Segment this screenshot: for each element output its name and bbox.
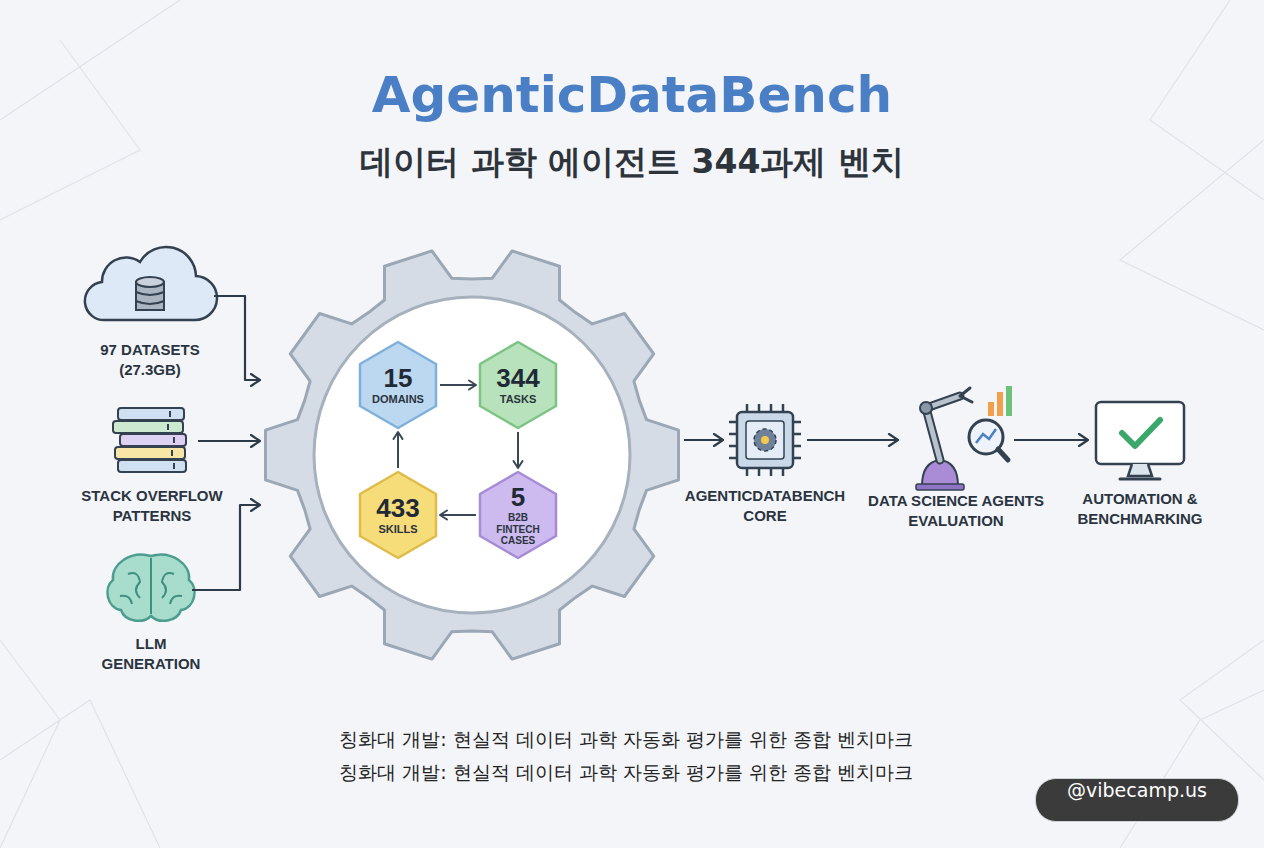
node-label: STACK OVERFLOW PATTERNS: [63, 486, 241, 525]
arrow-connector: [440, 384, 476, 386]
hexagon-shape: [360, 342, 436, 428]
node-label: AUTOMATION & BENCHMARKING: [1059, 489, 1221, 528]
count-number: 15: [384, 364, 413, 393]
automation-stage: AUTOMATION & BENCHMARKING: [1090, 395, 1190, 483]
brain-icon: [107, 555, 194, 621]
arrow-connector: [517, 432, 519, 468]
count-label: DOMAINS: [372, 393, 424, 406]
gear-outline: [262, 245, 682, 665]
hexagon-shape: [480, 472, 556, 558]
count-number: 344: [496, 364, 539, 393]
hexagon-content: 344TASKS: [481, 340, 555, 430]
gear-body: [266, 251, 679, 659]
node-label: 97 DATASETS (27.3GB): [90, 340, 210, 379]
title: AgenticDataBench: [0, 66, 1264, 124]
skills-hexagon: 433SKILLS: [358, 470, 438, 560]
count-label: TASKS: [500, 393, 536, 406]
node-label: AGENTICDATABENCH CORE: [672, 486, 858, 525]
count-label: B2B FINTECH CASES: [485, 512, 551, 547]
node-label: LLM GENERATION: [92, 634, 210, 673]
arrow-connector: [198, 440, 260, 442]
node-label: DATA SCIENCE AGENTS EVALUATION: [859, 491, 1053, 530]
hexagon-shape: [360, 472, 436, 558]
dataset-source: 97 DATASETS (27.3GB): [88, 258, 212, 334]
subtitle: 데이터 과학 에이전트 344과제 벤치: [0, 140, 1264, 185]
hexagon-content: 15DOMAINS: [361, 340, 435, 430]
arrow-connector: [807, 439, 898, 441]
pattern-source: STACK OVERFLOW PATTERNS: [108, 402, 196, 480]
gear-inner-circle: [314, 297, 630, 613]
hexagon-content: 433SKILLS: [361, 470, 435, 560]
arrow-connector: [1014, 439, 1088, 441]
count-number: 433: [376, 494, 419, 523]
chip-icon: [729, 404, 801, 476]
hexagon-content: 5B2B FINTECH CASES: [481, 470, 555, 560]
arrow-connector: [214, 296, 260, 380]
watermark: @vibecamp.us: [1035, 778, 1239, 822]
arrow-connector: [192, 505, 260, 590]
tasks-hexagon: 344TASKS: [478, 340, 558, 430]
llm-source: LLM GENERATION: [112, 552, 190, 628]
count-label: SKILLS: [378, 523, 417, 536]
books-icon: [113, 408, 186, 472]
cases-hexagon: 5B2B FINTECH CASES: [478, 470, 558, 560]
arrow-connector: [684, 439, 723, 441]
caption: 칭화대 개발: 현실적 데이터 과학 자동화 평가를 위한 종합 벤치마크: [0, 727, 1252, 753]
robot-arm-icon: [916, 386, 1012, 490]
arrow-connector: [440, 514, 476, 516]
evaluation-stage: DATA SCIENCE AGENTS EVALUATION: [900, 385, 1012, 485]
hexagon-shape: [480, 342, 556, 428]
gear-hub: 15DOMAINS 344TASKS 433SKILLS 5B2B FINTECH C…: [262, 245, 682, 665]
monitor-check-icon: [1096, 402, 1184, 479]
count-number: 5: [511, 483, 525, 512]
domains-hexagon: 15DOMAINS: [358, 340, 438, 430]
core-stage: AGENTICDATABENCH CORE: [725, 400, 805, 480]
cloud-database-icon: [85, 247, 217, 320]
arrow-connector: [397, 432, 399, 468]
